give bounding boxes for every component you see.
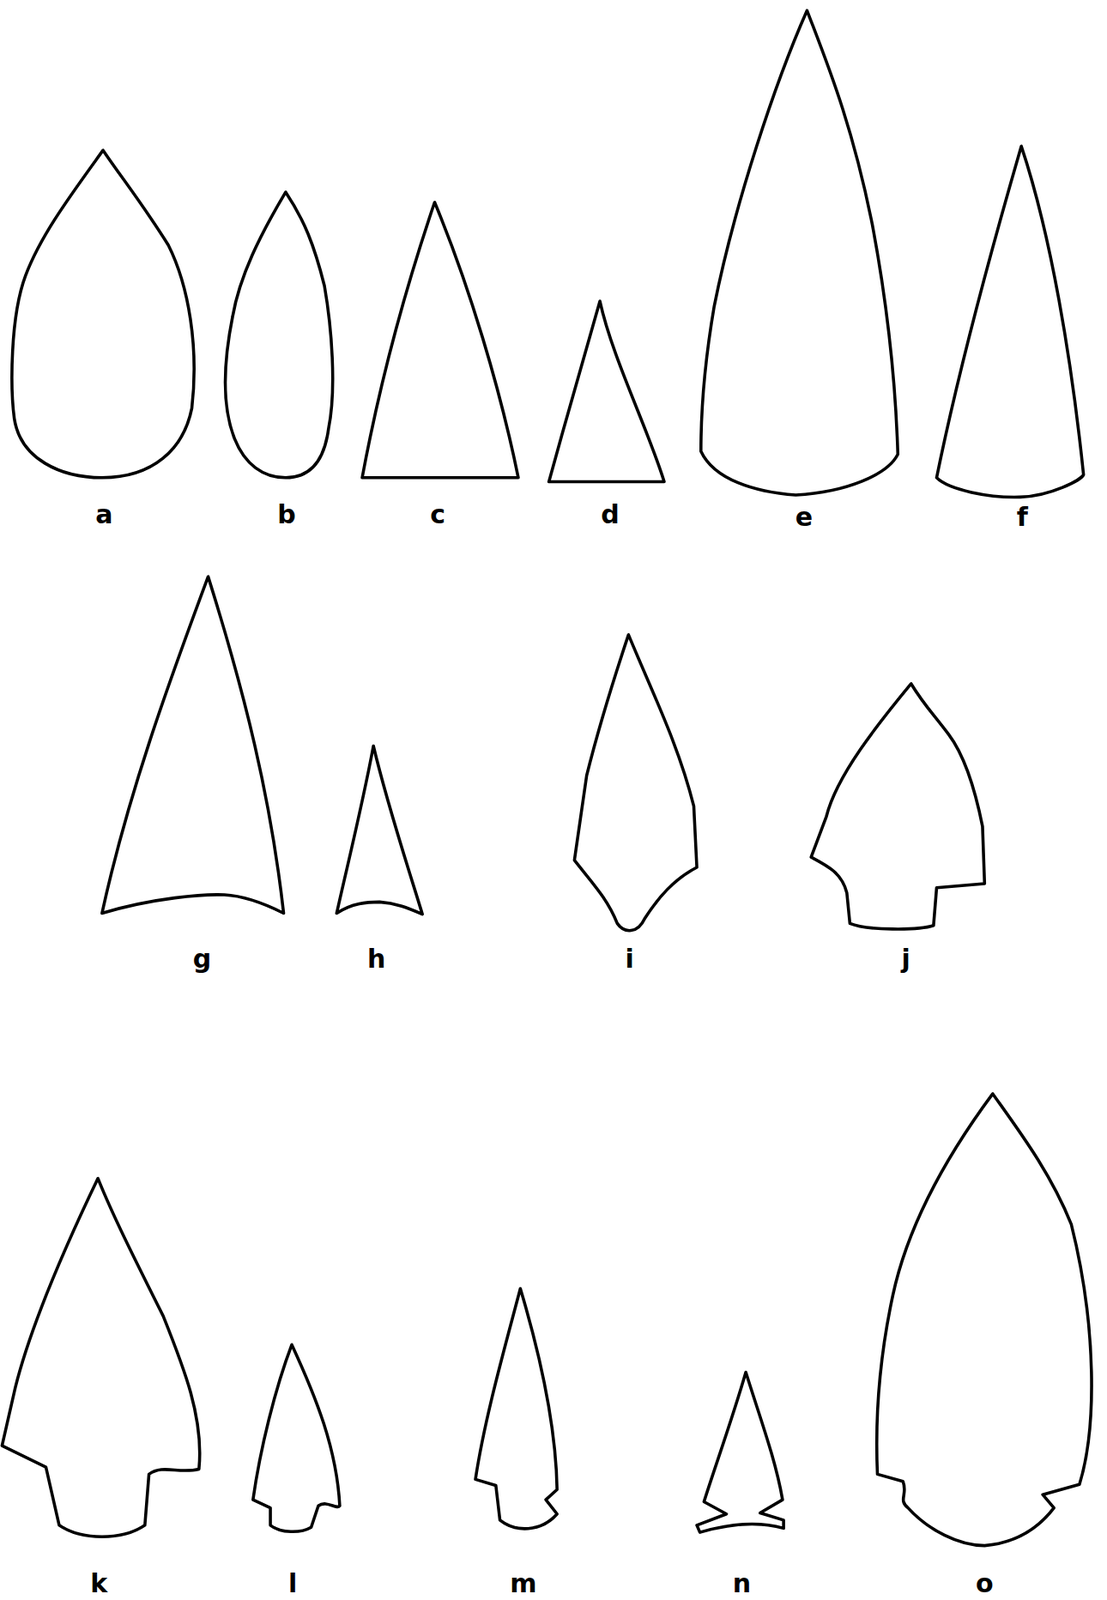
point-outline: [696, 1372, 784, 1533]
figure-letter: b: [277, 502, 296, 528]
figure-letter: a: [95, 502, 113, 528]
point-outline: [224, 192, 333, 478]
figure-letter: k: [90, 1571, 108, 1597]
point-outline: [936, 145, 1083, 497]
figure-letter: l: [288, 1571, 297, 1597]
point-outline: [475, 1288, 557, 1530]
point-outline: [102, 576, 285, 914]
point-outline: [362, 202, 519, 478]
point-outline: [336, 745, 423, 914]
point-outline: [877, 1094, 1092, 1547]
point-outline: [253, 1344, 340, 1532]
figure-letter: m: [509, 1571, 537, 1597]
figure-letter: n: [732, 1571, 751, 1597]
figure-letter: o: [975, 1571, 994, 1597]
point-outline: [1, 1179, 200, 1538]
figure-letter: d: [600, 502, 619, 528]
point-outline: [810, 683, 985, 930]
figure-letter: j: [901, 946, 911, 973]
figure-letter: e: [795, 504, 813, 531]
point-outline: [549, 301, 665, 482]
figure-letter: i: [624, 946, 634, 973]
figure-letter: c: [429, 502, 446, 528]
point-outline: [574, 635, 697, 932]
figure-letter: g: [193, 946, 212, 973]
figure-letter: h: [367, 946, 386, 973]
figure-letter: f: [1016, 504, 1029, 531]
point-outline: [701, 10, 898, 496]
point-outline: [12, 150, 194, 478]
